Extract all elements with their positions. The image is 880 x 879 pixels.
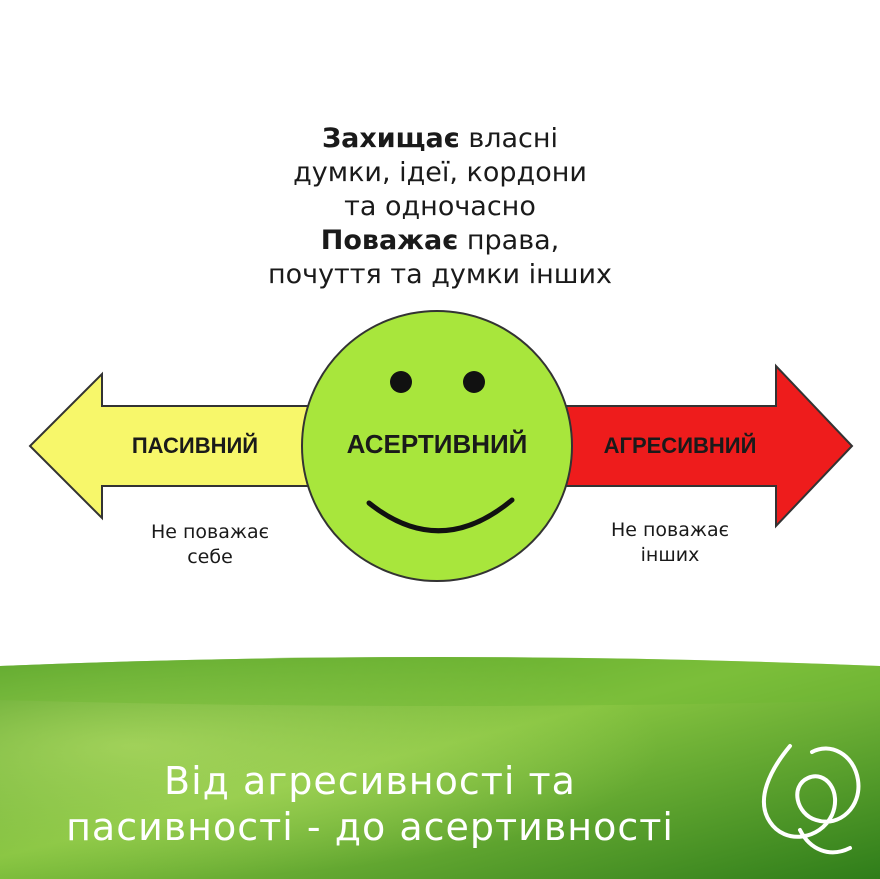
swirl-logo-icon bbox=[761, 744, 861, 855]
aggressive-label: АГРЕСИВНИЙ bbox=[603, 433, 757, 458]
headline: Захищає власні думки, ідеї, кордони та о… bbox=[190, 122, 690, 292]
banner-title: Від агресивності та пасивності - до асер… bbox=[66, 759, 674, 849]
headline-line-1: Захищає власні bbox=[321, 123, 559, 154]
passive-caption: Не поважає себе bbox=[150, 521, 270, 568]
banner-highlight bbox=[0, 657, 880, 879]
passive-arrow bbox=[28, 371, 331, 521]
headline-line-3: та одночасно bbox=[344, 191, 536, 222]
aggressive-arrow bbox=[549, 363, 854, 529]
headline-line-2: думки, ідеї, кордони bbox=[293, 157, 587, 188]
assertive-label: АСЕРТИВНИЙ bbox=[346, 429, 528, 459]
headline-line-4: Поважає права, bbox=[320, 225, 560, 256]
smiley-face-icon bbox=[366, 371, 515, 534]
aggressive-caption: Не поважає інших bbox=[610, 519, 730, 566]
assertive-circle bbox=[301, 310, 573, 582]
headline-line-5: почуття та думки інших bbox=[267, 259, 613, 290]
banner-top-band bbox=[0, 657, 880, 706]
passive-label: ПАСИВНИЙ bbox=[131, 433, 259, 458]
